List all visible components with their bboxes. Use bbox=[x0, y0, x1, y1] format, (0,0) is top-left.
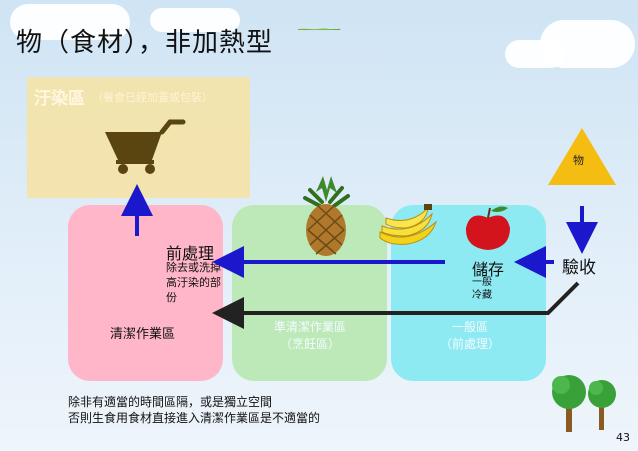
inspect-label: 驗收 bbox=[562, 258, 596, 278]
banana-icon bbox=[379, 204, 438, 245]
note-line: 除非有適當的時間區隔，或是獨立空間 bbox=[68, 395, 273, 409]
general-zone-line1: 一般區 bbox=[451, 320, 488, 334]
prep-desc-line: 份 bbox=[166, 291, 177, 304]
general-zone-label: 一般區 （前處理） bbox=[410, 318, 530, 352]
shopping-cart-icon bbox=[105, 119, 186, 174]
cloud bbox=[505, 40, 565, 68]
clean-zone-label: 清潔作業區 bbox=[110, 327, 176, 342]
storage-options: 一般 冷藏 bbox=[472, 276, 492, 302]
clean-zone bbox=[68, 205, 223, 381]
apple-icon bbox=[465, 206, 510, 250]
contamination-zone-title: 汙染區 bbox=[34, 89, 85, 109]
note-line: 否則生食用食材直接進入清潔作業區是不適當的 bbox=[68, 411, 321, 425]
semi-clean-zone-line2: （烹飪區） bbox=[279, 337, 340, 351]
pineapple-icon bbox=[303, 176, 350, 256]
cloud bbox=[150, 8, 240, 32]
prep-description: 除去或洗掉 高汙染的部 份 bbox=[166, 260, 221, 305]
semi-clean-zone-line1: 準清潔作業區 bbox=[273, 320, 346, 334]
goods-label: 物 bbox=[573, 154, 584, 167]
prep-title: 前處理 bbox=[166, 244, 215, 263]
tree-icon bbox=[552, 375, 586, 432]
storage-option: 一般 bbox=[472, 277, 492, 288]
cloud bbox=[10, 4, 130, 40]
page-number: 43 bbox=[616, 431, 630, 444]
goods-triangle bbox=[548, 128, 616, 185]
contamination-zone-subtitle: （餐食已經加蓋或包裝） bbox=[92, 91, 213, 104]
storage-option: 冷藏 bbox=[472, 290, 492, 301]
semi-clean-zone-label: 準清潔作業區 （烹飪區） bbox=[250, 318, 370, 352]
prep-desc-line: 除去或洗掉 bbox=[166, 261, 221, 274]
general-zone-line2: （前處理） bbox=[439, 337, 500, 351]
ground bbox=[297, 28, 341, 30]
storage-title: 儲存 bbox=[472, 260, 505, 279]
arrow-direct-to-clean bbox=[212, 281, 580, 329]
tree-icon bbox=[588, 380, 616, 430]
page-title: 物（食材），非加熱型 bbox=[16, 28, 274, 58]
prep-desc-line: 高汙染的部 bbox=[166, 276, 221, 289]
